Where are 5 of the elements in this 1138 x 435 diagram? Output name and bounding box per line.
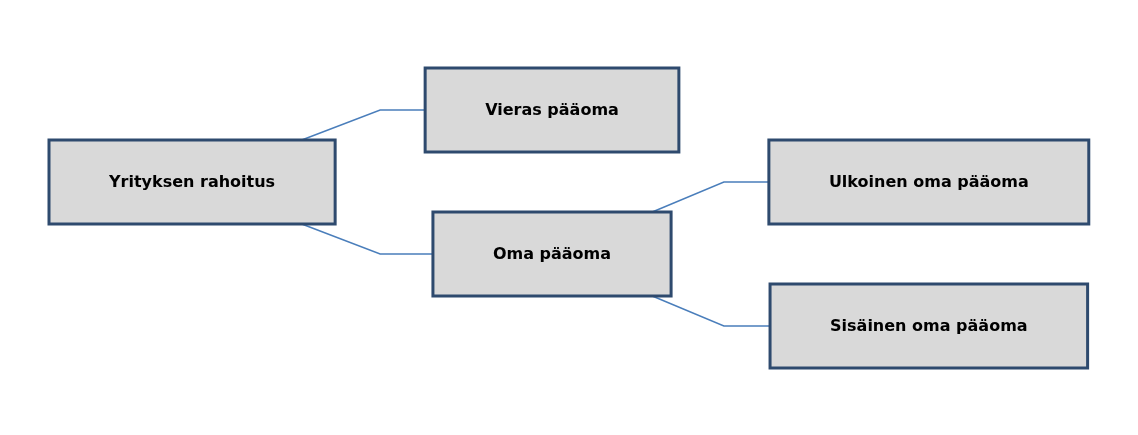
node-box: Ulkoinen oma pääoma (767, 138, 1091, 225)
node-box: Oma pääoma (431, 210, 673, 297)
node-box: Sisäinen oma pääoma (768, 282, 1090, 369)
node-box: Yrityksen rahoitus (47, 138, 337, 225)
node-box: Vieras pääoma (423, 66, 681, 153)
